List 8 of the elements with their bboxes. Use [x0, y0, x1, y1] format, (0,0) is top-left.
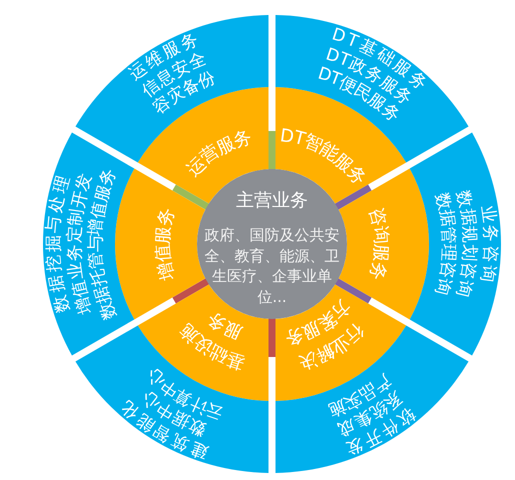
category-label: DT智能服务 [278, 127, 368, 189]
service-item: 数据管理咨询 [432, 192, 457, 296]
service-item: 业务咨询 [478, 204, 499, 284]
hub-title: 主营业务 [236, 189, 308, 213]
category-label: 增值服务 [154, 206, 178, 282]
category-label: 基础设施服务 [176, 308, 248, 372]
category-label: 运营服务 [184, 128, 254, 180]
category-label: 咨询服务 [366, 206, 390, 282]
